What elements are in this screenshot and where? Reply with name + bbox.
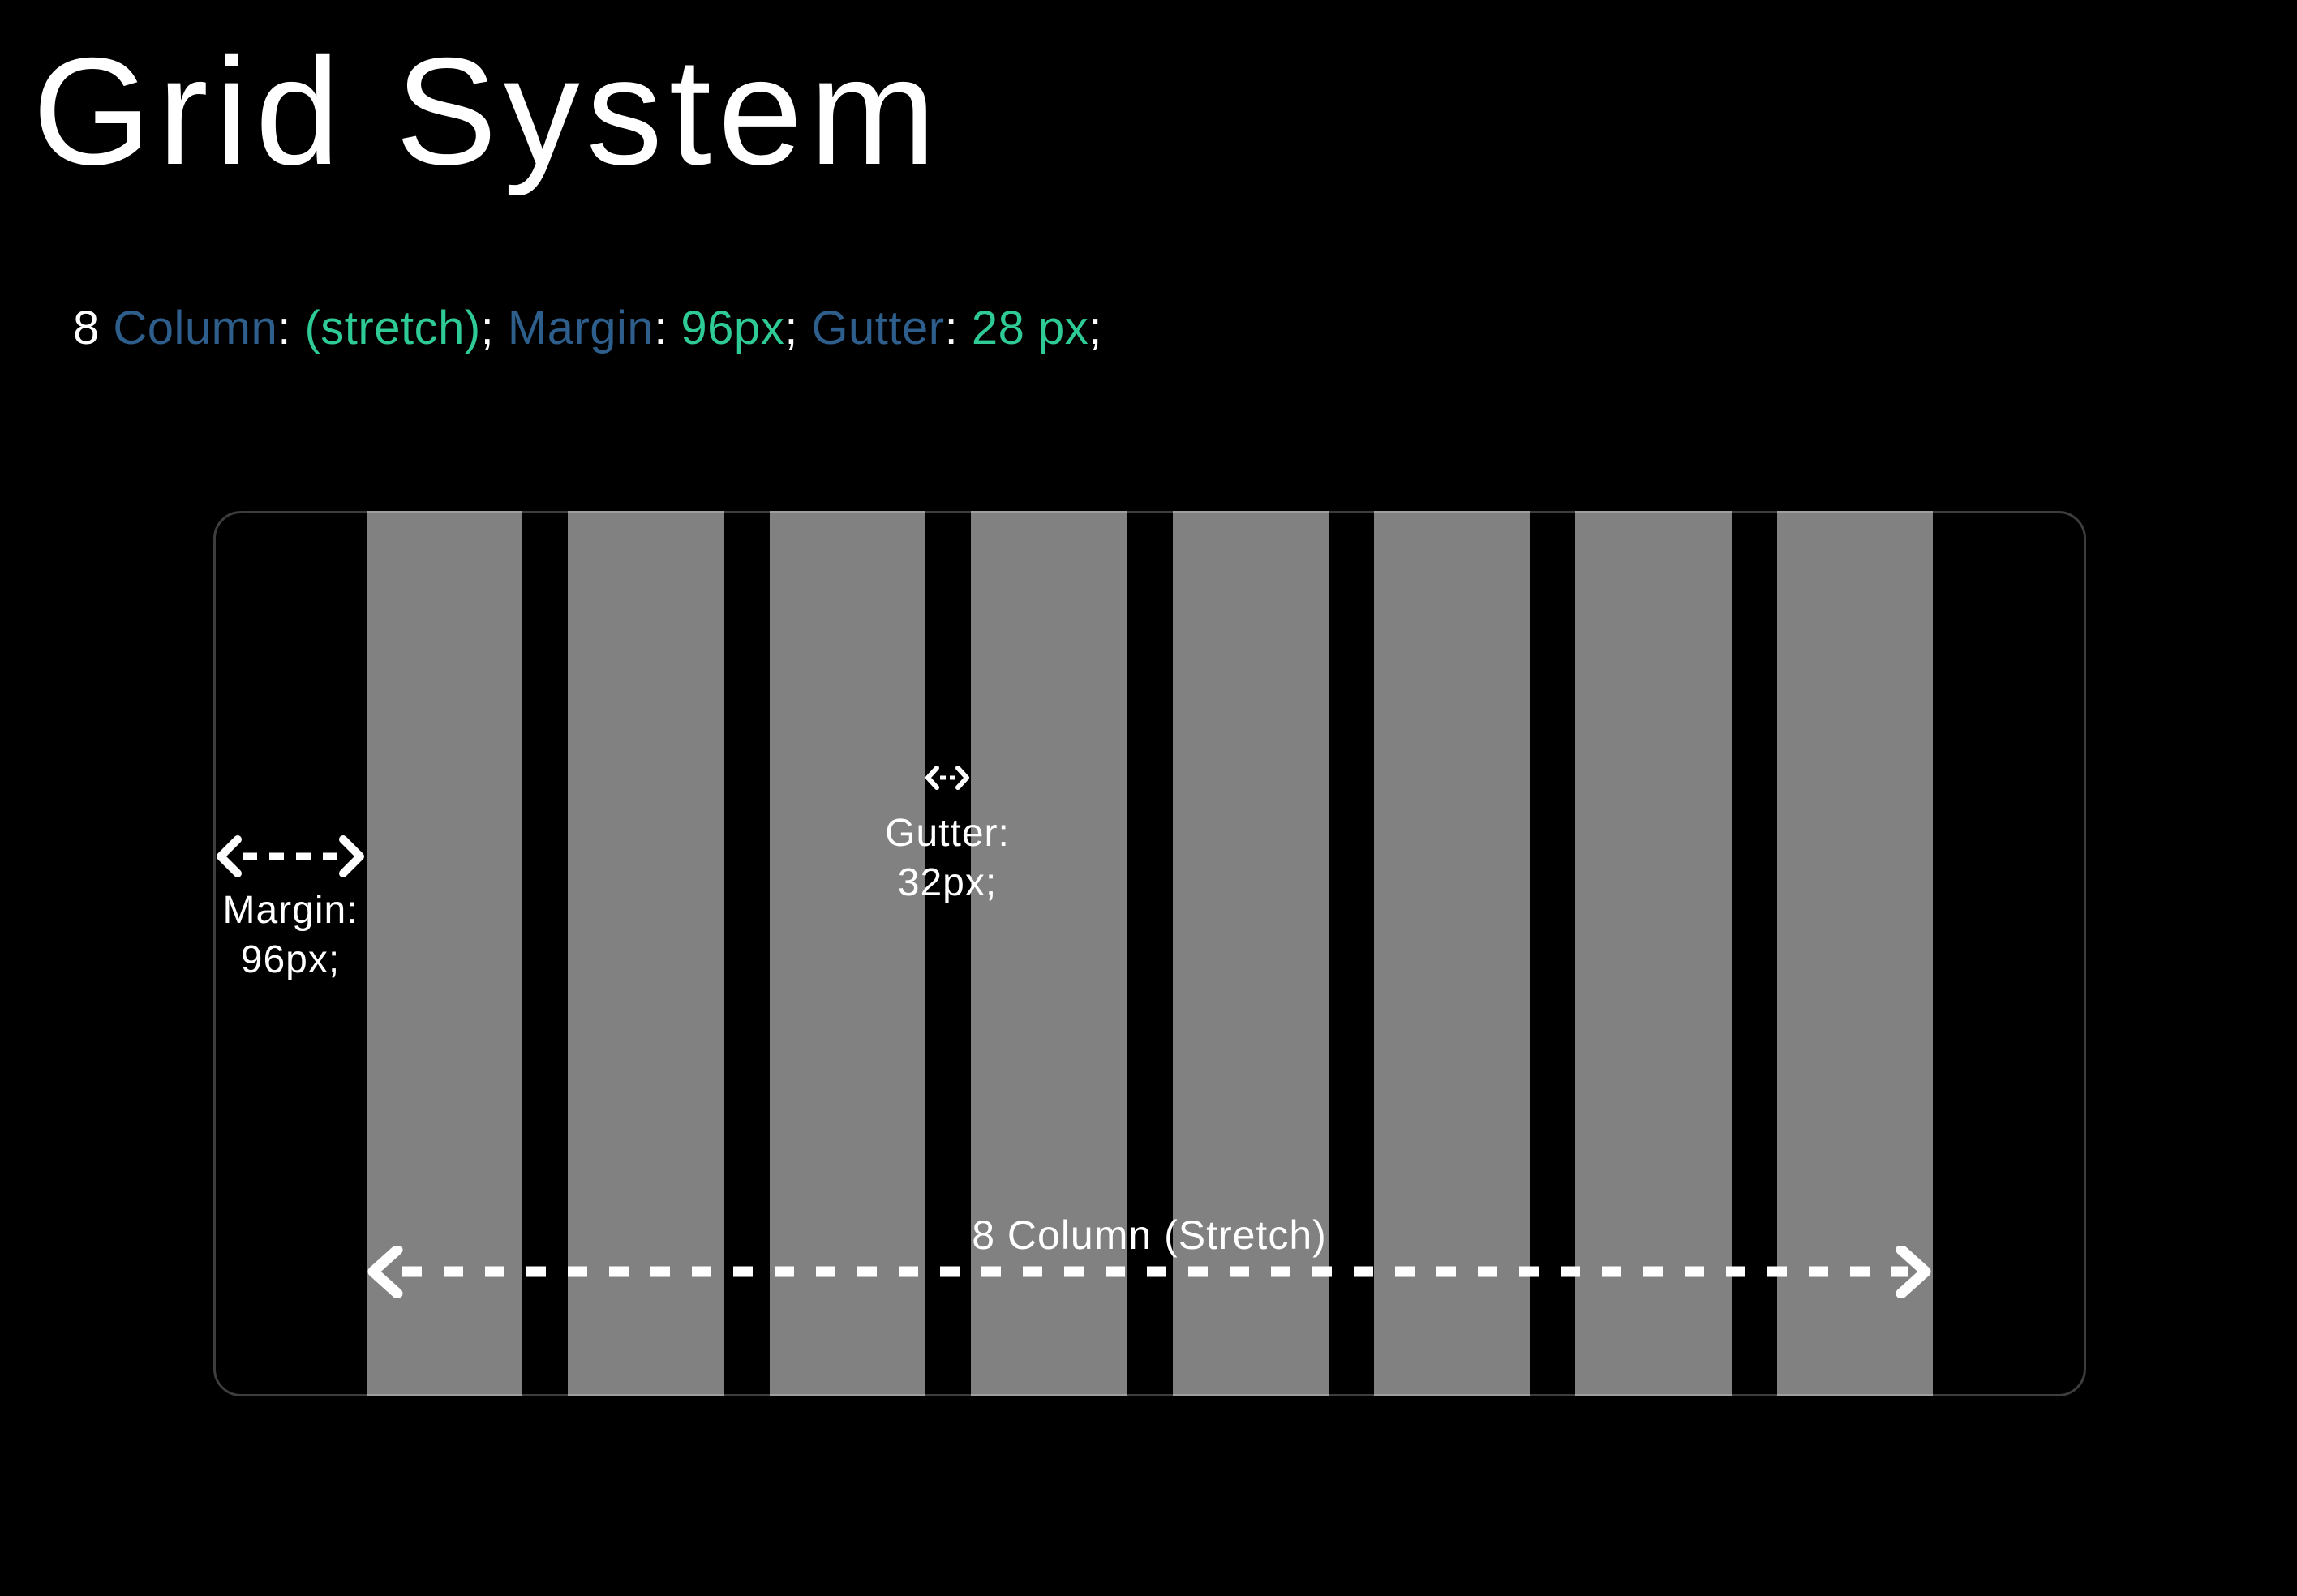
margin-width-arrow-icon [217,835,364,877]
spec-segment: Gutter [811,302,945,354]
column-span-arrow-icon [367,1246,1931,1298]
grid-column [1575,511,1732,1396]
spec-segment: 96px [681,302,785,354]
gutter-annotation: Gutter: 32px; [866,765,1028,907]
margin-label-line-1: Margin: [222,889,359,932]
spec-segment: (stretch) [304,302,481,354]
margin-label: Margin: 96px; [222,886,358,985]
spec-segment: ; [480,302,508,354]
spec-segment: 8 [73,302,114,354]
spec-segment: Margin [507,302,655,354]
spec-segment: Column [113,302,278,354]
spec-segment: : [944,302,972,354]
gutter-label-line-1: Gutter: [885,812,1010,855]
grid-canvas: Margin: 96px; Gutter: 32px; 8 Column (St… [213,511,2086,1396]
grid-column [568,511,724,1396]
spec-line: 8 Column: (stretch); Margin: 96px; Gutte… [73,302,1102,356]
grid-column [971,511,1127,1396]
gutter-width-arrow-icon [925,766,969,790]
spec-segment: : [277,302,305,354]
margin-label-line-2: 96px; [240,938,341,981]
grid-column [1373,511,1531,1396]
spec-segment: ; [784,302,812,354]
spec-segment: : [654,302,681,354]
grid-column [769,511,926,1396]
page-title: Grid System [32,26,943,196]
spec-segment: ; [1088,302,1102,354]
margin-annotation: Margin: 96px; [213,834,367,985]
spec-segment: 28 px [971,302,1089,354]
column-span-label: 8 Column (Stretch) [972,1212,1327,1258]
gutter-label: Gutter: 32px; [885,809,1010,907]
gutter-label-line-2: 32px; [897,861,998,904]
grid-columns [213,511,2086,1396]
grid-column [1172,511,1329,1396]
